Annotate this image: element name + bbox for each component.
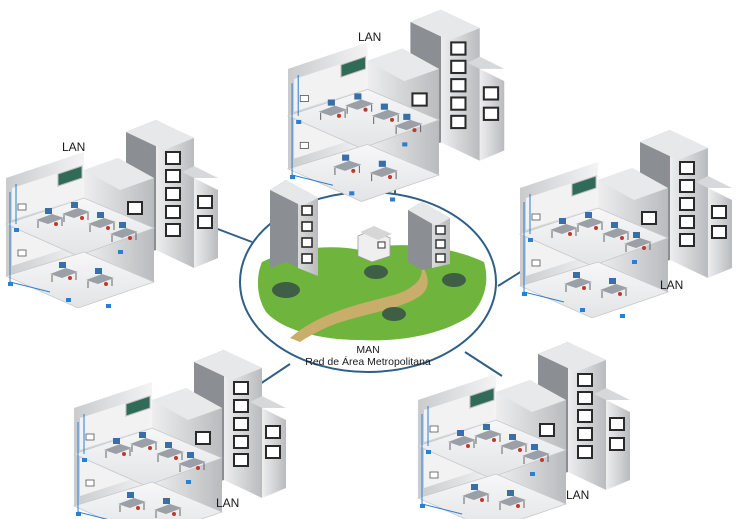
lan-building-bottom-left <box>74 350 286 519</box>
man-label-block: MAN Red de Área Metropolitana <box>296 344 440 368</box>
man-left-tower <box>270 180 318 276</box>
man-path <box>290 256 428 342</box>
lan-label-top-left: LAN <box>62 140 86 154</box>
lan-building-top <box>288 10 504 202</box>
man-title: MAN <box>356 344 380 356</box>
man-subtitle: Red de Área Metropolitana <box>305 356 431 368</box>
link-top-left-lan <box>214 227 253 243</box>
man-right-tower <box>408 202 450 270</box>
man-area <box>239 180 497 373</box>
man-small-house <box>357 226 392 263</box>
lan-label-right: LAN <box>660 278 684 292</box>
link-bottom-left-lan <box>259 363 291 385</box>
lan-building-right <box>520 130 732 318</box>
lan-building-bottom-right <box>418 342 630 519</box>
lan-building-top-left <box>6 120 218 308</box>
lan-label-top: LAN <box>358 30 382 44</box>
lan-label-bottom-right: LAN <box>566 488 590 502</box>
lan-label-bottom-left: LAN <box>216 496 240 510</box>
link-bottom-right-lan <box>464 351 503 377</box>
